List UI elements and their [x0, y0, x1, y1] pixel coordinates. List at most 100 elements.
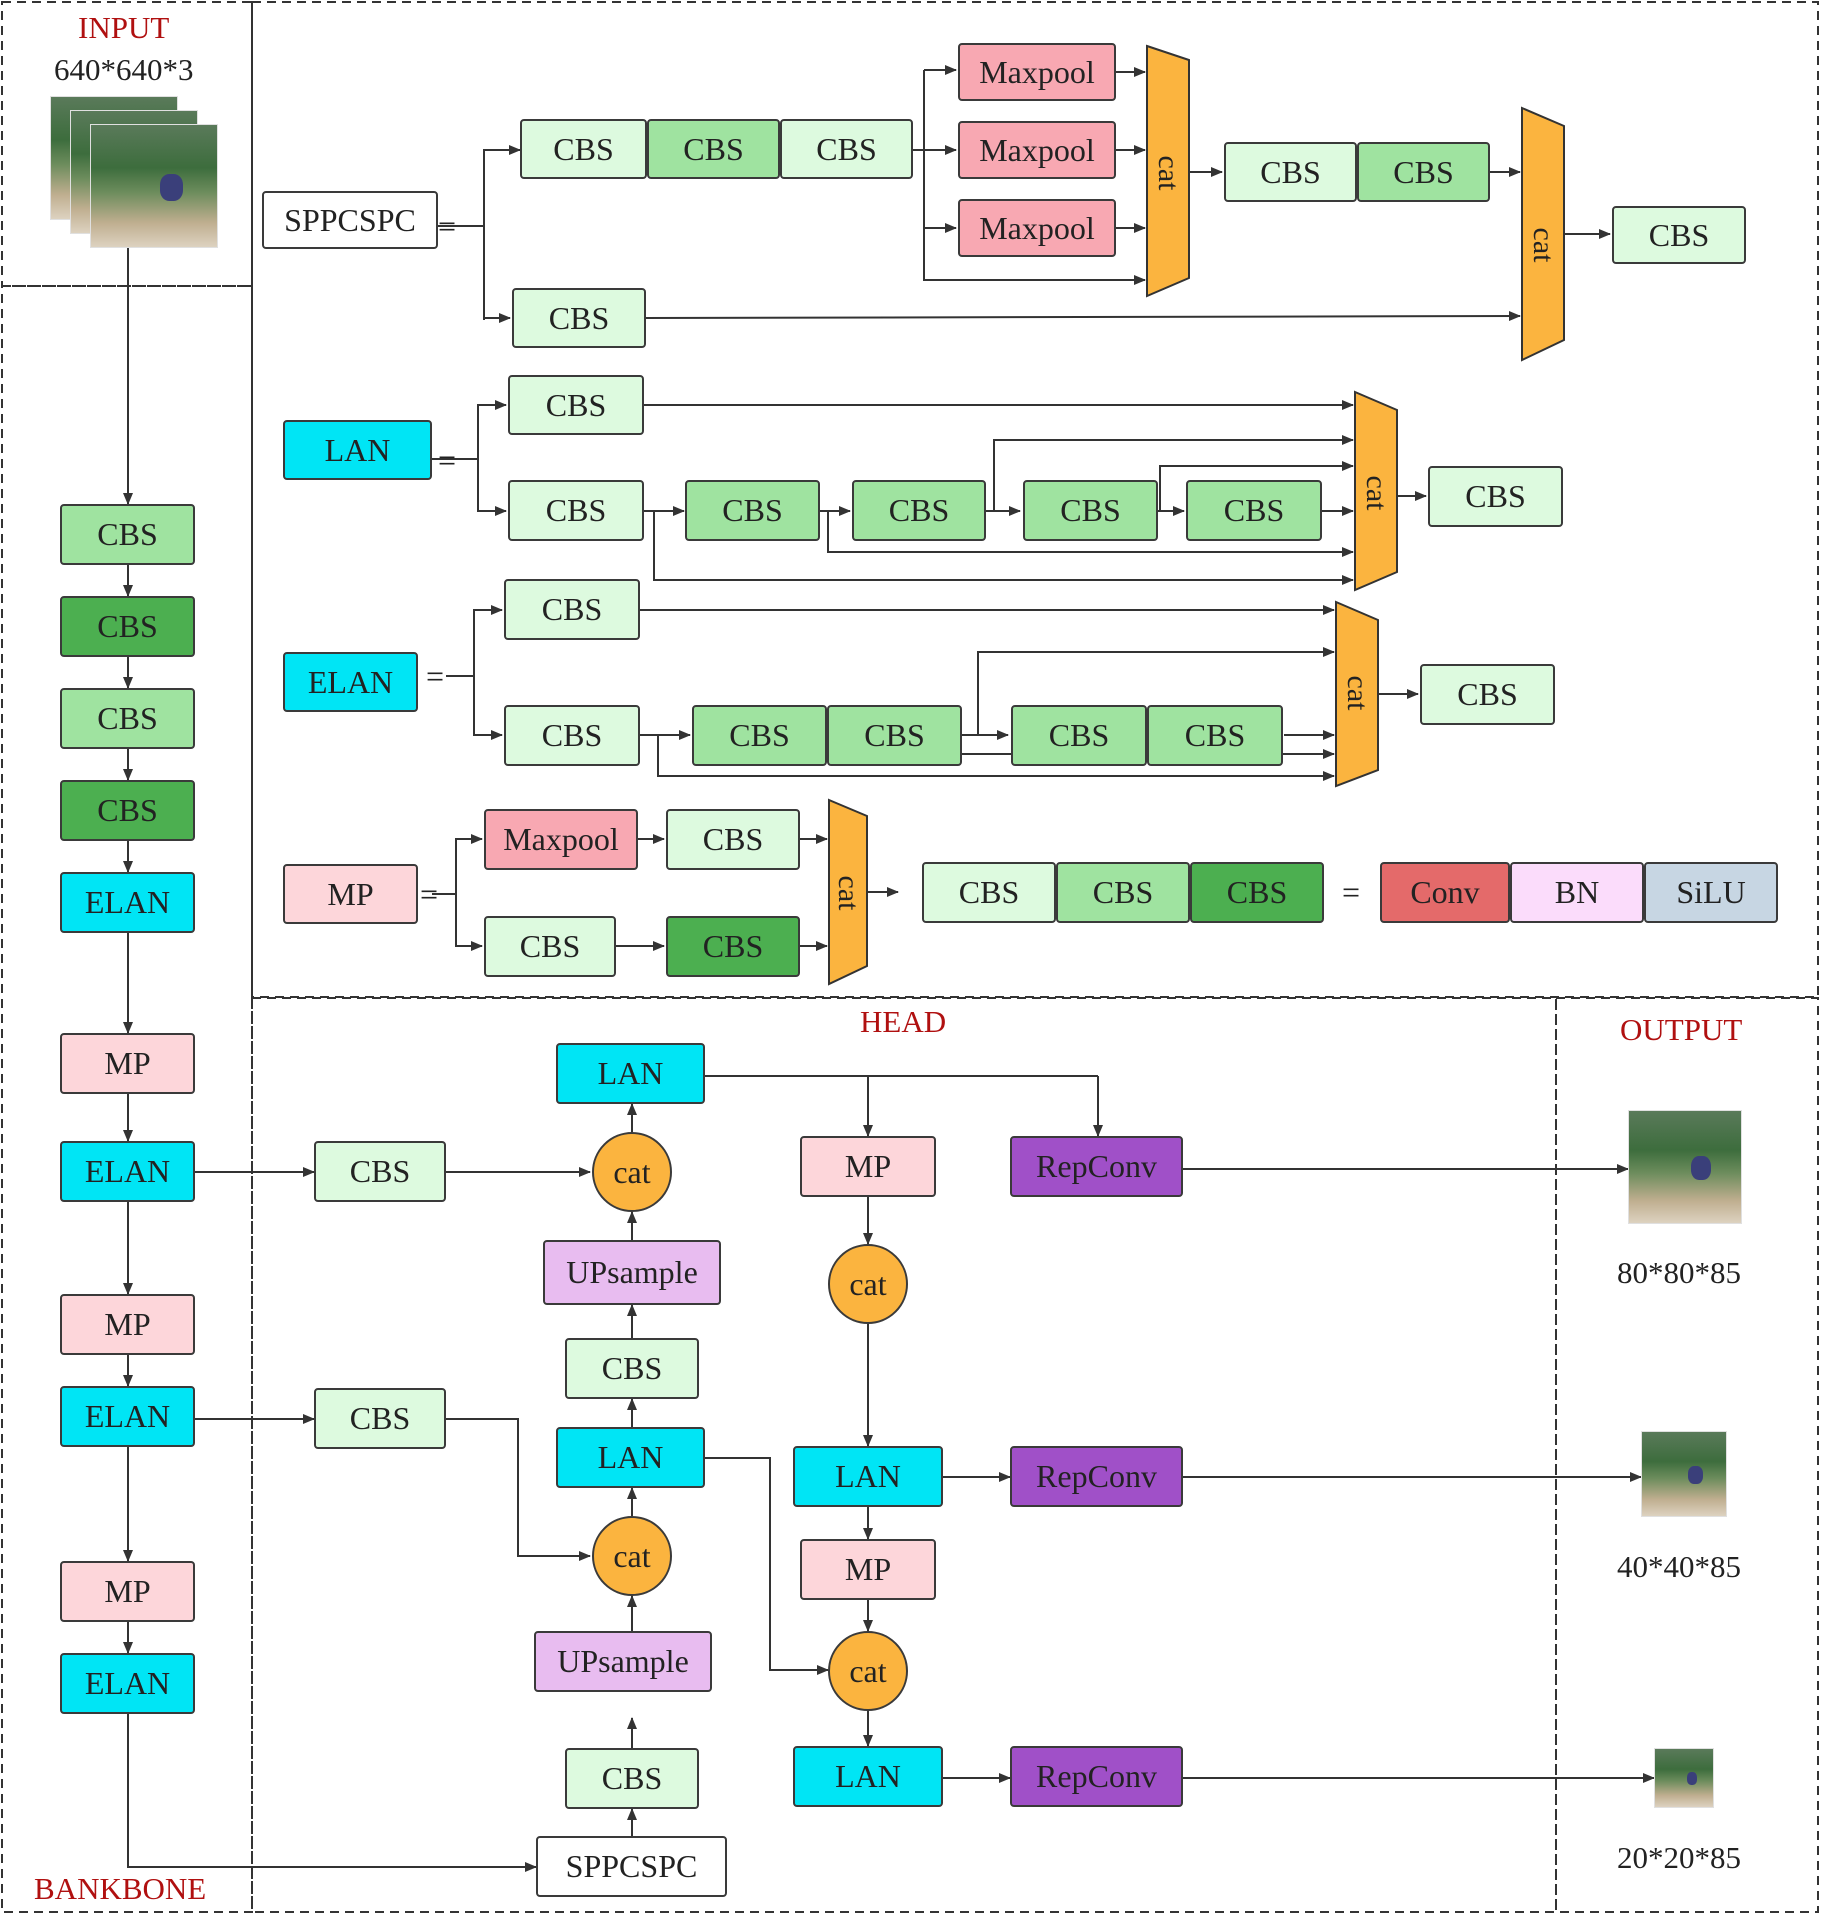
- backbone-elan-1: ELAN: [60, 872, 195, 933]
- output-size-40: 40*40*85: [1617, 1549, 1741, 1584]
- sppcspc-cbs-shortcut: CBS: [512, 288, 646, 348]
- cat-trapezoid-lan: [1354, 390, 1398, 592]
- sppcspc-maxpool-1: Maxpool: [958, 43, 1116, 101]
- output-size-80: 80*80*85: [1617, 1255, 1741, 1290]
- cbs-def-conv: Conv: [1380, 862, 1510, 923]
- head-repconv-2: RepConv: [1010, 1446, 1183, 1507]
- input-section-title: INPUT: [78, 10, 170, 45]
- head-repconv-1: RepConv: [1010, 1136, 1183, 1197]
- head-cbs-2: CBS: [565, 1338, 699, 1399]
- mp-cbs-2: CBS: [484, 916, 616, 977]
- elan-cbs-1: CBS: [504, 579, 640, 640]
- head-cbs-lateral-1: CBS: [314, 1141, 446, 1202]
- legend-elan: ELAN: [283, 652, 418, 712]
- cbs-def-cbs-1: CBS: [922, 862, 1056, 923]
- backbone-cbs-2: CBS: [60, 596, 195, 657]
- module-legend-frame: [251, 1, 1819, 998]
- cat-trapezoids: [828, 44, 1565, 986]
- sppcspc-maxpool-2: Maxpool: [958, 121, 1116, 179]
- output-size-20: 20*20*85: [1617, 1840, 1741, 1875]
- output-image-40: [1641, 1431, 1727, 1517]
- input-image: [90, 124, 218, 248]
- head-mp-1: MP: [800, 1136, 936, 1197]
- sppcspc-cbs-2: CBS: [647, 119, 780, 179]
- cbs-def-silu: SiLU: [1644, 862, 1778, 923]
- head-lan-3: LAN: [793, 1446, 943, 1507]
- backbone-mp-2: MP: [60, 1294, 195, 1355]
- cbs-def-cbs-2: CBS: [1056, 862, 1190, 923]
- backbone-cbs-1: CBS: [60, 504, 195, 565]
- lan-cbs-3: CBS: [685, 480, 820, 541]
- lan-cbs-1: CBS: [508, 375, 644, 435]
- head-cat-4: cat: [828, 1631, 908, 1711]
- head-upsample-1: UPsample: [534, 1631, 712, 1692]
- head-lan-2: LAN: [556, 1043, 705, 1104]
- head-cbs-lateral-2: CBS: [314, 1388, 446, 1449]
- output-image-80: [1628, 1110, 1742, 1224]
- sppcspc-cat-2-label: cat: [1527, 227, 1560, 263]
- elan-cbs-out: CBS: [1420, 664, 1555, 725]
- backbone-mp-3: MP: [60, 1561, 195, 1622]
- lan-cbs-5: CBS: [1023, 480, 1158, 541]
- backbone-mp-1: MP: [60, 1033, 195, 1094]
- head-cat-3: cat: [828, 1244, 908, 1324]
- output-image-20: [1654, 1748, 1714, 1808]
- head-section-title: HEAD: [860, 1004, 947, 1039]
- mp-cat-label: cat: [832, 875, 865, 911]
- cat-trapezoid-elan: [1335, 600, 1379, 788]
- cbs-def-cbs-3: CBS: [1190, 862, 1324, 923]
- cat-trapezoid-mp: [828, 798, 868, 986]
- backbone-elan-3: ELAN: [60, 1386, 195, 1447]
- output-frame: [1555, 997, 1819, 1913]
- sppcspc-cat-1-label: cat: [1152, 155, 1185, 191]
- lan-cbs-out: CBS: [1428, 466, 1563, 527]
- mp-cbs-3: CBS: [666, 916, 800, 977]
- sppcspc-cbs-4: CBS: [1224, 142, 1357, 202]
- lan-cbs-4: CBS: [852, 480, 986, 541]
- head-repconv-3: RepConv: [1010, 1746, 1183, 1807]
- lan-cat-label: cat: [1360, 475, 1393, 511]
- head-cat-1: cat: [592, 1516, 672, 1596]
- cat-trapezoid-sppcspc-2: [1521, 106, 1565, 362]
- mp-maxpool: Maxpool: [484, 809, 638, 870]
- head-sppcspc: SPPCSPC: [536, 1836, 727, 1897]
- backbone-elan-2: ELAN: [60, 1141, 195, 1202]
- legend-mp: MP: [283, 864, 418, 924]
- head-mp-2: MP: [800, 1539, 936, 1600]
- legend-equals: =: [438, 442, 457, 478]
- legend-equals: =: [420, 876, 439, 912]
- legend-equals: =: [438, 208, 457, 244]
- elan-cbs-2: CBS: [504, 705, 640, 766]
- sppcspc-cbs-3: CBS: [780, 119, 913, 179]
- legend-equals: =: [426, 658, 445, 694]
- input-size-label: 640*640*3: [54, 52, 194, 87]
- cat-trapezoid-sppcspc-1: [1146, 44, 1190, 298]
- backbone-elan-4: ELAN: [60, 1653, 195, 1714]
- head-cat-2: cat: [592, 1132, 672, 1212]
- elan-cbs-3: CBS: [692, 705, 827, 766]
- sppcspc-maxpool-3: Maxpool: [958, 199, 1116, 257]
- sppcspc-cbs-5: CBS: [1357, 142, 1490, 202]
- elan-cbs-5: CBS: [1011, 705, 1147, 766]
- mp-cbs-1: CBS: [666, 809, 800, 870]
- elan-cbs-6: CBS: [1147, 705, 1283, 766]
- elan-cbs-4: CBS: [827, 705, 962, 766]
- head-lan-4: LAN: [793, 1746, 943, 1807]
- elan-cat-label: cat: [1341, 675, 1374, 711]
- cbs-def-bn: BN: [1510, 862, 1644, 923]
- backbone-section-title: BANKBONE: [34, 1871, 207, 1906]
- lan-cbs-6: CBS: [1186, 480, 1322, 541]
- sppcspc-cbs-out: CBS: [1612, 206, 1746, 264]
- legend-equals: =: [1342, 874, 1361, 910]
- legend-lan: LAN: [283, 420, 432, 480]
- backbone-cbs-3: CBS: [60, 688, 195, 749]
- head-cbs-1: CBS: [565, 1748, 699, 1809]
- legend-sppcspc: SPPCSPC: [262, 191, 438, 249]
- head-upsample-2: UPsample: [543, 1240, 721, 1305]
- backbone-cbs-4: CBS: [60, 780, 195, 841]
- head-lan-1: LAN: [556, 1427, 705, 1488]
- connector-lines: [123, 65, 1655, 1872]
- sppcspc-cbs-1: CBS: [520, 119, 647, 179]
